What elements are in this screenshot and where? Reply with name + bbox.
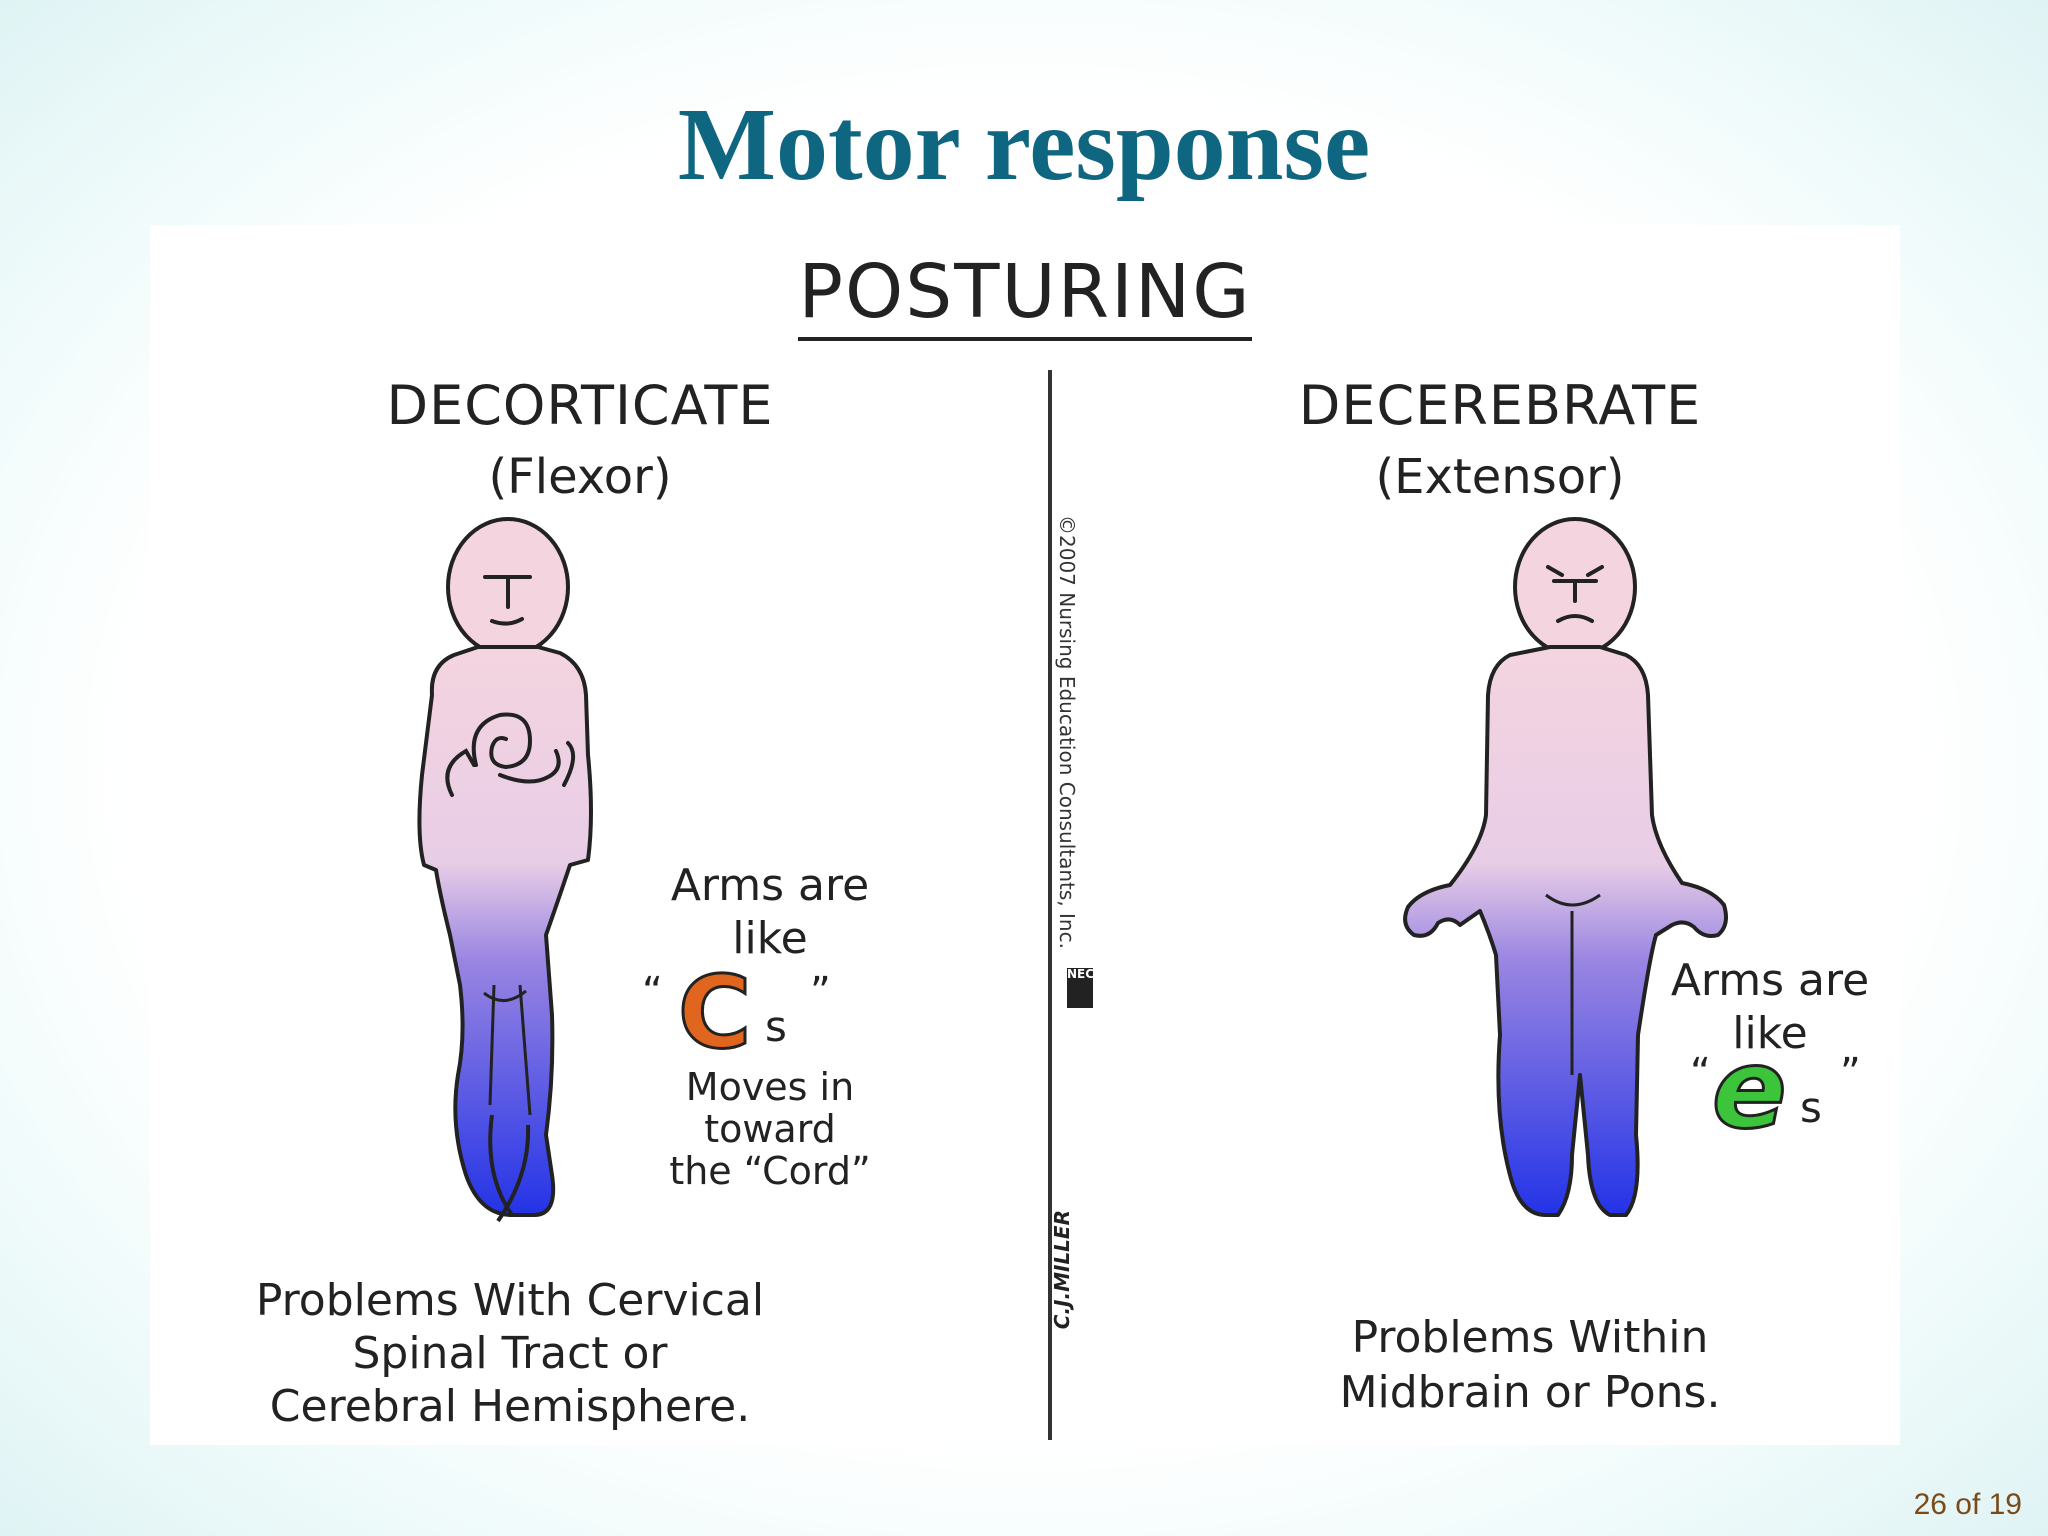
decerebrate-arms-text: Arms are like [1670, 955, 1870, 1059]
letter-e: e [1711, 1025, 1789, 1154]
decerebrate-title: DECEREBRATE [1200, 374, 1800, 437]
artist-signature: C.J.MILLER [1050, 1210, 1074, 1330]
decerebrate-cause-text: Problems Within Midbrain or Pons. [1339, 1312, 1721, 1418]
decerebrate-title-text: DECEREBRATE [1298, 374, 1702, 437]
nec-logo: NEC [1067, 968, 1094, 1008]
page-indicator: 26 of 19 [1913, 1488, 2022, 1521]
decorticate-cs: “ C s ” [642, 954, 831, 1072]
decorticate-figure [417, 517, 593, 1223]
decorticate-cause-text: Problems With Cervical Spinal Tract or C… [255, 1275, 765, 1432]
letter-c-suffix: s [765, 1002, 787, 1051]
decorticate-curled-hands [471, 712, 561, 784]
center-divider [1048, 370, 1052, 1440]
decorticate-body [417, 645, 593, 1217]
slide-title: Motor response [677, 87, 1371, 202]
decerebrate-subtitle: (Extensor) [1375, 449, 1625, 505]
letter-c: C [676, 954, 752, 1072]
decerebrate-body [1403, 645, 1728, 1217]
posturing-illustration: POSTURING ©2007 Nursing Education Consul… [150, 225, 1900, 1445]
decerebrate-figure [1403, 517, 1728, 1217]
decerebrate-es: “ e s ” [1690, 1025, 1861, 1154]
copyright-text: ©2007 Nursing Education Consultants, Inc… [1055, 515, 1079, 949]
letter-e-suffix: s [1800, 1083, 1822, 1132]
decorticate-moves-text: Moves in toward the “Cord” [669, 1065, 871, 1193]
decorticate-arms-text: Arms are like [670, 860, 870, 964]
decorticate-title-text: DECORTICATE [386, 374, 774, 437]
decorticate-subtitle: (Flexor) [488, 449, 672, 505]
decorticate-title: DECORTICATE [280, 374, 880, 437]
posturing-heading: POSTURING [150, 249, 1900, 342]
